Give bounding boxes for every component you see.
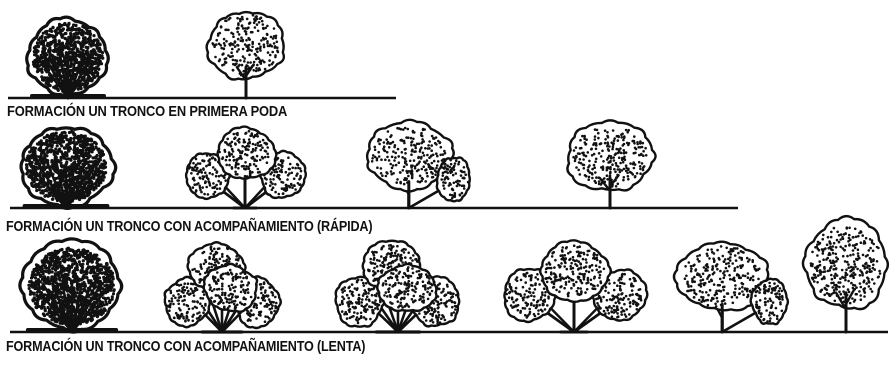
tree-single-trunk bbox=[207, 12, 284, 98]
bush-multistem-dense bbox=[27, 17, 109, 98]
tree-single-trunk bbox=[803, 216, 888, 332]
tree-with-side-branch bbox=[367, 120, 470, 208]
caption-row-2: FORMACIÓN UN TRONCO CON ACOMPAÑAMIENTO (… bbox=[6, 219, 372, 234]
tree-single-trunk bbox=[567, 120, 655, 208]
tree-with-side-branch bbox=[674, 242, 788, 332]
caption-row-1: FORMACIÓN UN TRONCO EN PRIMERA PODA bbox=[7, 104, 287, 119]
bush-multistem-dense bbox=[21, 128, 116, 209]
bush-multistem-dense bbox=[20, 239, 122, 332]
bush-three-crown-open bbox=[504, 240, 647, 332]
bush-three-crown bbox=[186, 127, 306, 208]
bush-multistem-four-crown bbox=[165, 242, 281, 332]
caption-row-3: FORMACIÓN UN TRONCO CON ACOMPAÑAMIENTO (… bbox=[6, 339, 365, 354]
bush-multistem-four-crown bbox=[336, 241, 460, 332]
